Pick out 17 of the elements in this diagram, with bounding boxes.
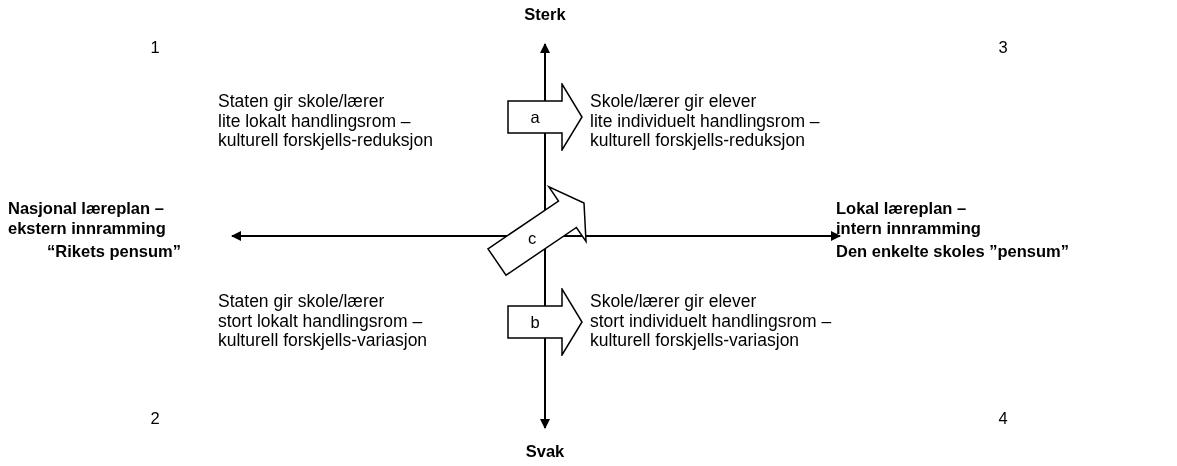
- axis-label: Sterk: [524, 4, 566, 24]
- quadrant-number: 3: [998, 37, 1008, 57]
- quadrant-text: Staten gir skole/lærer lite lokalt handlingsrom – kulturell forskjells-reduksjon: [218, 92, 433, 151]
- axis-label: Svak: [525, 441, 565, 461]
- arrow-letter: b: [530, 313, 540, 331]
- axis-label: Den enkelte skoles ”pensum”: [836, 241, 1069, 261]
- quadrant-text: Skole/lærer gir elever stort individuelt handlingsrom – kulturell forskjells-variasjon: [590, 292, 832, 351]
- quadrant-number: 2: [150, 408, 160, 428]
- axis-label: Lokal læreplan – intern innramming: [836, 198, 981, 238]
- arrow-letter: c: [528, 229, 537, 248]
- quadrant-text: Staten gir skole/lærer stort lokalt handlingsrom – kulturell forskjells-variasjon: [218, 292, 428, 351]
- axis-label: “Rikets pensum”: [47, 241, 181, 261]
- quadrant-number: 4: [998, 408, 1008, 428]
- arrow-letter: a: [530, 108, 540, 126]
- quadrant-text: Skole/lærer gir elever lite individuelt handlingsrom – kulturell forskjells-reduksjon: [590, 92, 820, 151]
- axis-label: Nasjonal læreplan – ekstern innramming: [8, 198, 166, 238]
- quadrant-number: 1: [150, 37, 160, 57]
